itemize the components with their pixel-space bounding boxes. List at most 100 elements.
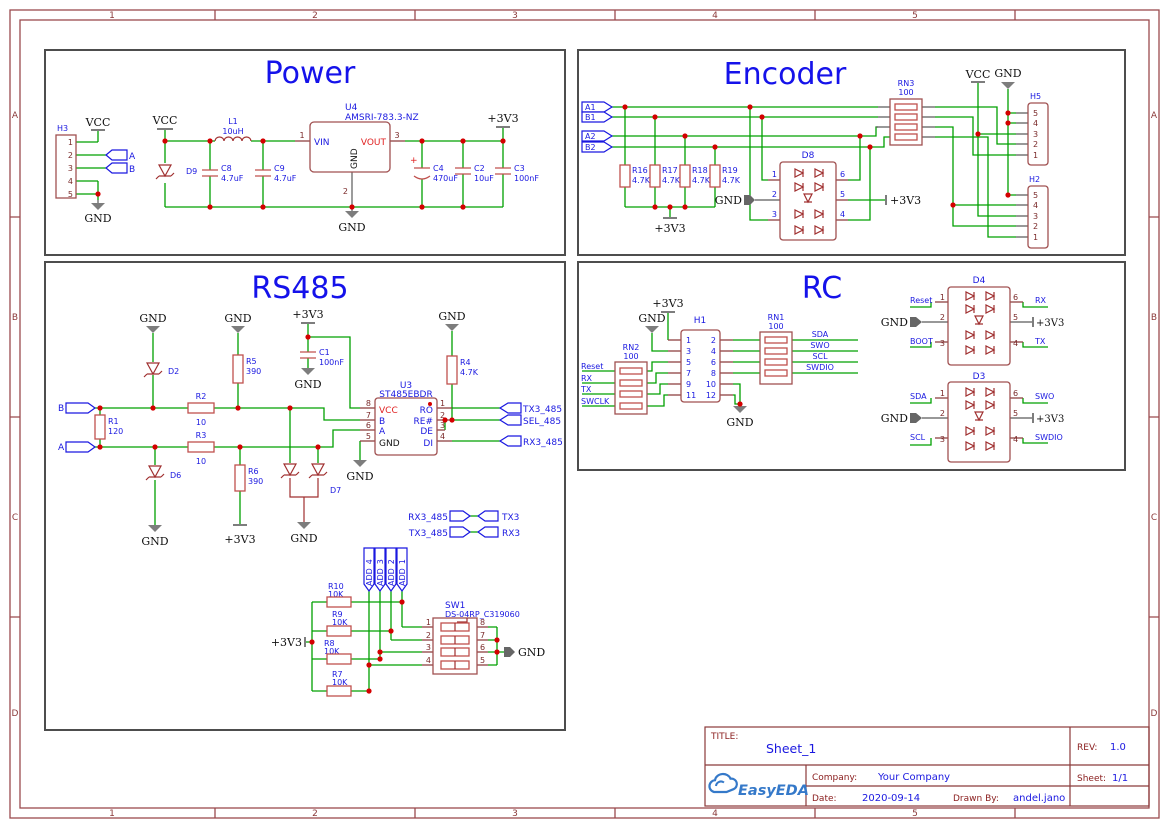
net-port-add2[interactable]: ADD_2 [385,547,397,593]
capacitor-c9[interactable]: C9 4.7uF [255,164,297,183]
connector-h5[interactable]: H5 5 4 3 2 1 [1016,92,1049,166]
net-labels-left[interactable]: Reset RX TX SWCLK [580,362,610,406]
net-labels-right[interactable]: SDA SWO SCL SWDIO [806,330,834,372]
net-port-a1[interactable]: A1 [581,101,614,113]
net-port-a[interactable]: A [58,441,97,453]
capacitor-c3[interactable]: C3 100nF [495,164,539,183]
resistor-r6[interactable]: R6 390 [234,464,263,492]
v33-flag[interactable]: +3V3 [224,524,256,546]
resistor-r17[interactable]: R17 4.7K [649,164,681,188]
resistor-r8[interactable]: R8 10K [324,639,352,665]
frame-row-label: A [1151,111,1158,121]
connector-h1[interactable]: H1 1 3 5 7 9 11 2 4 6 8 10 12 [668,316,733,403]
v33-flag[interactable]: +3V3 [654,217,686,235]
net-port-sel-485[interactable]: SEL_485 [498,414,561,427]
resistor-r5[interactable]: R5 390 [232,354,261,384]
resistor-r18[interactable]: R18 4.7K [679,164,711,188]
gnd-flag[interactable]: GND [290,522,318,545]
tvs-d7[interactable]: D7 [280,463,341,522]
rev-value[interactable]: 1.0 [1110,742,1126,753]
net-label-scl: SCL [910,433,926,442]
net-port-b[interactable]: B [58,402,97,414]
resistor-r2[interactable]: R2 10 [187,392,215,427]
resistor-r10[interactable]: R10 10K [326,582,352,608]
zener-d6[interactable]: D6 [145,465,181,481]
junction-dots [97,334,500,694]
net-port-rx3-485[interactable]: RX3_485 [498,435,563,448]
gnd-flag[interactable]: GND [294,368,322,391]
esd-array-d4[interactable]: D4 1 2 3 6 5 4 [922,276,1033,366]
dip-switch-sw1[interactable]: SW1 DS-04RP_C319060 1 2 3 4 8 7 6 5 [422,601,520,675]
svg-text:1: 1 [426,618,431,627]
gnd-flag[interactable]: GND [994,67,1022,89]
gnd-net-flag[interactable]: GND [715,194,780,207]
resistor-r4[interactable]: R4 4.7K [446,355,479,385]
connector-h3[interactable]: H3 1 2 3 4 5 [55,124,77,199]
capacitor-c2[interactable]: C2 10uF [455,164,494,183]
gnd-flag[interactable]: GND [224,312,252,333]
gnd-flag[interactable]: GND [438,310,466,331]
v33-flag[interactable]: +3V3 [271,636,306,649]
v33-flag[interactable]: +3V3 [1032,413,1064,425]
gnd-flag[interactable]: GND [346,460,374,483]
gnd-flag[interactable]: GND [141,525,169,548]
net-port-pair-rx3[interactable]: RX3_485 TX3 [408,510,519,523]
svg-text:9: 9 [686,380,691,389]
resistor-r9[interactable]: R9 10K [326,610,352,637]
net-port-b1[interactable]: B1 [581,111,614,123]
transceiver-u3[interactable]: U3 ST485EBDR VCC B A GND RO RE# DE DI 8 … [360,381,452,456]
resistor-network-rn1[interactable]: RN1 100 [759,313,793,385]
resistor-network-rn3[interactable]: RN3 100 [889,79,923,146]
zener-d2[interactable]: D2 [143,362,179,378]
net-port-pair-tx3[interactable]: TX3_485 RX3 [408,526,520,539]
vcc-flag[interactable]: VCC [152,114,178,130]
net-port-tx3-485[interactable]: TX3_485 [498,402,562,415]
drawn-by-value[interactable]: andel.jano [1013,793,1065,804]
resistor-r16[interactable]: R16 4.7K [619,164,651,188]
capacitor-c1[interactable]: C1 100nF [300,348,344,367]
v33-flag[interactable]: +3V3 [1032,317,1064,329]
inductor-l1[interactable]: L1 10uH [214,117,252,142]
gnd-net-flag[interactable]: GND [504,646,545,659]
net-port-add3[interactable]: ADD_3 [374,547,386,593]
gnd-flag[interactable]: GND [338,207,366,234]
svg-text:1: 1 [1033,151,1038,160]
gnd-net-flag[interactable]: GND [881,316,922,329]
net-port-add1[interactable]: ADD_1 [396,547,408,593]
gnd-flag[interactable]: GND [84,200,112,225]
net-port-a[interactable]: A [105,149,136,162]
v33-flag[interactable]: +3V3 [652,297,684,313]
sheet-title[interactable]: Sheet_1 [766,741,816,756]
capacitor-c4[interactable]: + C4 470uF [410,156,458,183]
resistor-r1[interactable]: R1 120 [94,414,123,440]
net-port-a2[interactable]: A2 [581,130,614,142]
gnd-flag[interactable]: GND [139,312,167,333]
resistor-r7[interactable]: R7 10K [326,670,352,697]
gnd-flag[interactable]: GND [726,406,754,429]
regulator-u4[interactable]: U4 AMSRI-783.3-NZ VIN VOUT GND 1 3 2 [295,103,419,196]
esd-array-d3[interactable]: D3 1 2 3 6 5 4 [922,372,1033,463]
sheet-value[interactable]: 1/1 [1112,773,1128,784]
net-port-add4[interactable]: ADD_4 [363,547,375,593]
resistor-network-rn2[interactable]: RN2 100 [614,343,648,415]
company-value[interactable]: Your Company [877,772,950,783]
zener-d9[interactable]: D9 [155,164,197,180]
svg-text:390: 390 [248,477,263,486]
diode-array-d8[interactable]: D8 1 2 3 6 5 4 [768,151,848,241]
vcc-flag[interactable]: VCC [85,116,111,131]
gnd-flag[interactable]: GND [638,312,666,333]
v33-flag[interactable]: +3V3 [292,308,324,324]
date-value[interactable]: 2020-09-14 [862,793,920,804]
capacitor-c8[interactable]: C8 4.7uF [202,164,244,183]
net-port-b2[interactable]: B2 [581,141,614,153]
net-port-b[interactable]: B [105,162,135,175]
resistor-r3[interactable]: R3 10 [187,431,215,466]
v33-flag[interactable]: +3V3 [885,194,921,207]
vcc-flag[interactable]: VCC [965,68,991,83]
v33-flag[interactable]: +3V3 [487,112,519,128]
title-block[interactable]: TITLE: Sheet_1 REV: 1.0 Company: Your Co… [704,726,1150,807]
resistor-r19[interactable]: R19 4.7K [709,164,741,188]
gnd-net-flag[interactable]: GND [881,412,922,425]
connector-h2[interactable]: H2 5 4 3 2 1 [1016,175,1049,249]
